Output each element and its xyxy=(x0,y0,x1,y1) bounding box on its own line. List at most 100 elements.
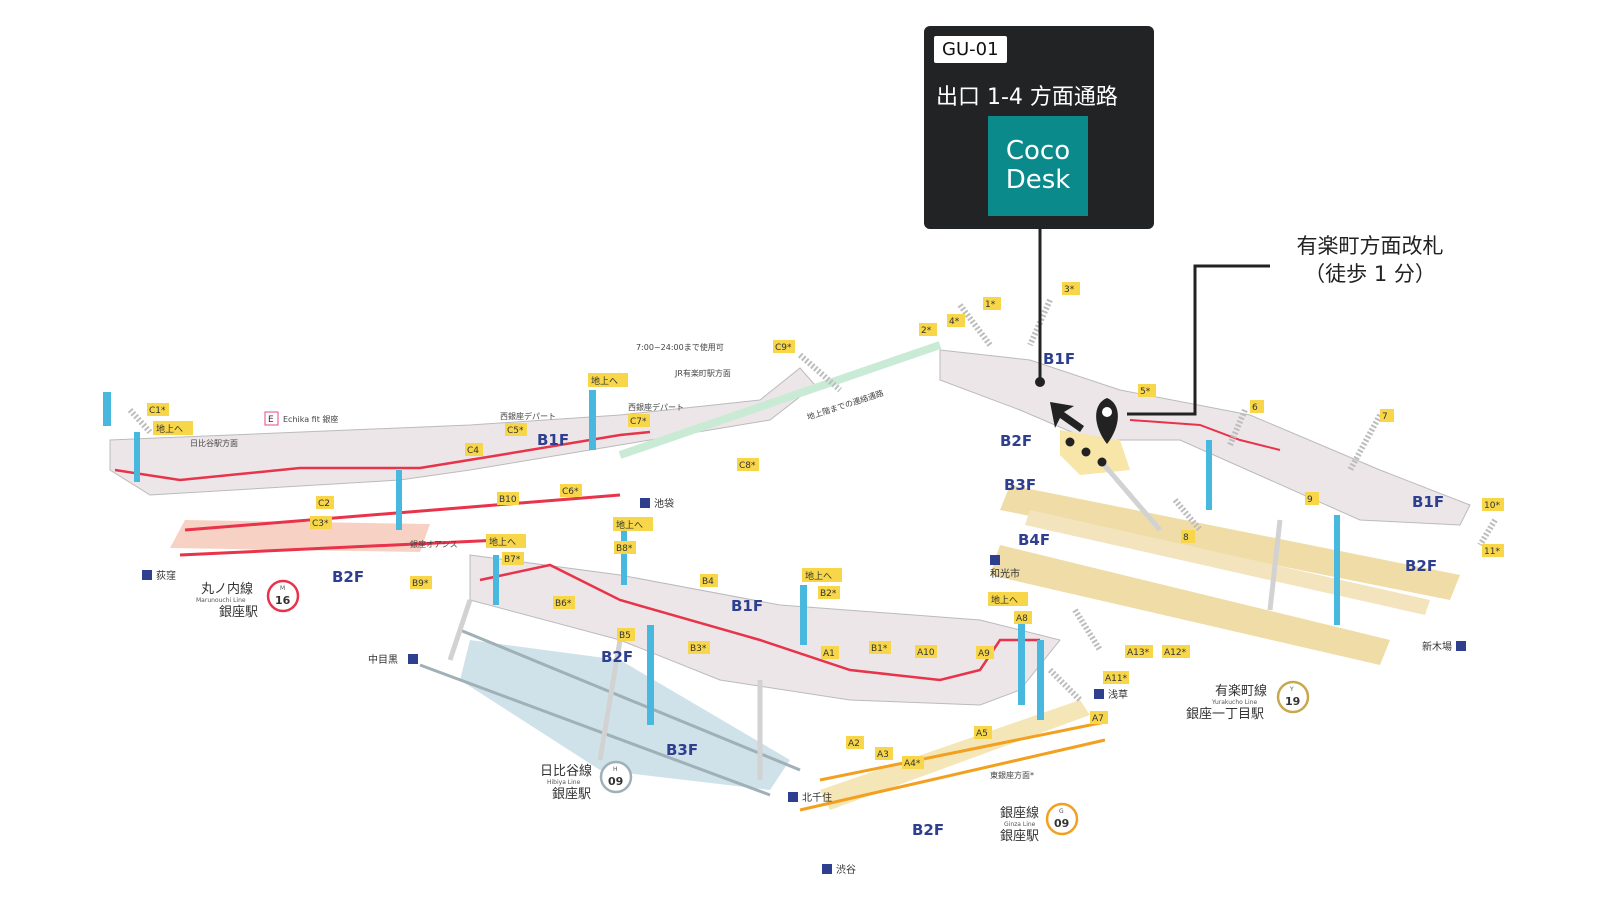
svg-text:渋谷: 渋谷 xyxy=(836,863,856,876)
hibiya-platform xyxy=(460,640,790,790)
dest-asakusa: 浅草 xyxy=(1094,688,1128,701)
stairs xyxy=(127,298,1498,703)
dest-kitasenju: 北千住 xyxy=(788,791,832,804)
exit-tag-c5: C5* xyxy=(505,423,527,436)
svg-text:B9*: B9* xyxy=(412,579,429,589)
line-badge-yurakucho: 有楽町線 Yurakucho Line 銀座一丁目駅 Y 19 xyxy=(1186,680,1310,722)
exit-tag-c7: C7* xyxy=(628,414,650,427)
exit-tag-a9: A9 xyxy=(976,646,994,659)
floor-label-b2f-far: B2F xyxy=(1405,557,1437,575)
note-walk-passage: 地上階までの連絡通路 xyxy=(806,388,885,422)
dest-shibuya: 渋谷 xyxy=(822,863,856,876)
exit-tag-b2: B2* xyxy=(818,586,840,599)
svg-text:C8*: C8* xyxy=(739,461,756,471)
exit-tag-6: 6 xyxy=(1250,400,1264,413)
exit-tag-c3: C3* xyxy=(310,516,332,529)
exit-tag-4: 4* xyxy=(947,314,965,327)
exit-tag-8: 8 xyxy=(1181,530,1195,543)
exit-tag-b10: B10 xyxy=(497,492,519,505)
svg-text:銀座駅: 銀座駅 xyxy=(1000,829,1039,844)
svg-text:C5*: C5* xyxy=(507,426,524,436)
svg-text:地上へ: 地上へ xyxy=(156,423,183,435)
note-nishi-2: 西銀座デパート xyxy=(628,402,684,412)
svg-text:有楽町線: 有楽町線 xyxy=(1215,683,1267,699)
svg-text:A4*: A4* xyxy=(904,759,921,769)
svg-text:中目黒: 中目黒 xyxy=(368,653,398,666)
line-badge-hibiya: 日比谷線 Hibiya Line 銀座駅 H 09 xyxy=(540,760,633,802)
b1f-west-concourse xyxy=(109,367,816,496)
dest-ikebukuro: 池袋 xyxy=(640,497,674,510)
exit-tag-10: 10* xyxy=(1482,498,1504,511)
note-hours: 7:00~24:00まで使用可 xyxy=(636,342,724,352)
dest-nakameguro: 中目黒 xyxy=(368,653,418,666)
svg-text:C3*: C3* xyxy=(312,519,329,529)
b1f-central-concourse xyxy=(469,554,1061,706)
exit-tag-3: 3* xyxy=(1062,282,1080,295)
to-street-tag-2: 地上へ xyxy=(588,373,628,387)
svg-text:G: G xyxy=(1059,808,1064,815)
svg-text:7: 7 xyxy=(1382,412,1388,422)
svg-text:B6*: B6* xyxy=(555,599,572,609)
marunouchi-track xyxy=(184,493,621,532)
svg-text:銀座一丁目駅: 銀座一丁目駅 xyxy=(1186,707,1264,722)
exit-tags: C1* C2 C3* C4 C5* C6* C7* C8* C9* B10 B9… xyxy=(147,282,1504,769)
note-hibiya-dir: 日比谷駅方面 xyxy=(190,438,238,448)
svg-text:荻窪: 荻窪 xyxy=(156,569,176,582)
note-nishi-1: 西銀座デパート xyxy=(500,411,556,421)
note-oasis: 銀座オアシス xyxy=(410,539,458,549)
svg-text:地上へ: 地上へ xyxy=(991,594,1018,606)
floor-label-b1f-far: B1F xyxy=(1412,493,1444,511)
svg-text:A9: A9 xyxy=(978,649,990,659)
svg-text:10*: 10* xyxy=(1484,501,1500,511)
svg-text:Hibiya Line: Hibiya Line xyxy=(547,779,581,786)
svg-text:銀座線: 銀座線 xyxy=(1000,805,1039,821)
floor-label-b3f-east: B3F xyxy=(1004,476,1036,494)
gate-name: 有楽町方面改札 xyxy=(1296,234,1444,258)
note-higashi: 東銀座方面* xyxy=(990,770,1034,780)
svg-text:C1*: C1* xyxy=(149,406,166,416)
svg-text:9: 9 xyxy=(1307,495,1313,505)
exit-tag-b5: B5 xyxy=(617,628,635,641)
ginza-track xyxy=(819,720,1106,782)
svg-text:E: E xyxy=(268,415,274,425)
coco-desk-logo: Coco Desk xyxy=(988,116,1088,216)
svg-text:1*: 1* xyxy=(985,300,996,310)
exit-tag-9: 9 xyxy=(1305,492,1319,505)
exit-tag-c2: C2 xyxy=(316,496,334,509)
svg-text:11*: 11* xyxy=(1484,547,1500,557)
svg-text:09: 09 xyxy=(1054,817,1069,830)
svg-text:丸ノ内線: 丸ノ内線 xyxy=(201,581,253,597)
exit-tag-a3: A3 xyxy=(875,747,893,760)
exit-tag-b6: B6* xyxy=(553,596,575,609)
floor-label-b1f-central: B1F xyxy=(731,597,763,615)
svg-text:日比谷線: 日比谷線 xyxy=(540,763,592,779)
svg-text:C2: C2 xyxy=(318,499,330,509)
svg-text:2*: 2* xyxy=(921,326,932,336)
svg-text:6: 6 xyxy=(1252,403,1258,413)
svg-text:A5: A5 xyxy=(976,729,988,739)
floor-label-b2f-east: B2F xyxy=(1000,432,1032,450)
svg-text:B4: B4 xyxy=(702,577,714,587)
connecting-passage xyxy=(618,341,942,459)
floor-label-b2f-ginza: B2F xyxy=(912,821,944,839)
svg-text:Echika fit 銀座: Echika fit 銀座 xyxy=(283,414,338,424)
accessible-route-east xyxy=(1129,419,1281,451)
svg-text:A3: A3 xyxy=(877,750,889,760)
to-street-tag-4: 地上へ xyxy=(613,517,653,531)
destination-labels: 荻窪 池袋 和光市 中目黒 北千住 浅草 渋谷 新木場 xyxy=(142,497,1466,876)
exit-tag-7: 7 xyxy=(1380,409,1394,422)
b2f-yurakucho-concourse xyxy=(1060,430,1130,475)
exit-tag-c9: C9* xyxy=(773,340,795,353)
svg-text:A13*: A13* xyxy=(1127,648,1150,658)
exit-tag-a13: A13* xyxy=(1125,645,1153,658)
marunouchi-platform xyxy=(170,520,430,552)
dest-ogikubo: 荻窪 xyxy=(142,569,176,582)
svg-text:新木場: 新木場 xyxy=(1422,640,1452,653)
dest-wakoshi: 和光市 xyxy=(990,555,1020,580)
to-street-tag-1: 地上へ xyxy=(153,421,193,435)
exit-tag-c6: C6* xyxy=(560,484,582,497)
exit-tag-c4: C4 xyxy=(465,443,483,456)
exit-tag-1: 1* xyxy=(983,297,1001,310)
hibiya-track xyxy=(459,628,801,772)
svg-text:北千住: 北千住 xyxy=(802,791,832,804)
